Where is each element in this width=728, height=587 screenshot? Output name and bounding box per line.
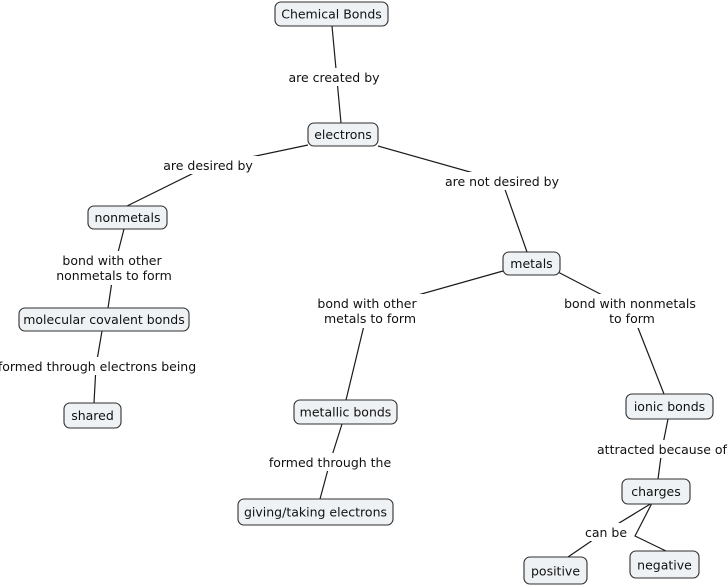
node-label: ionic bonds: [634, 399, 705, 414]
link-label-bond-with-nonmetals: bond with nonmetals to form: [564, 296, 700, 326]
edge-metals-metallic: [345, 270, 504, 401]
nodes: Chemical Bonds electrons nonmetals metal…: [18, 1, 714, 585]
node-label: positive: [531, 564, 580, 579]
link-label-are-created-by: are created by: [288, 70, 380, 85]
link-label-bond-with-other-metals: bond with other metals to form: [317, 296, 420, 326]
node-label: metals: [510, 256, 552, 271]
edge-charges-negative: [634, 502, 667, 552]
node-shared[interactable]: shared: [63, 402, 122, 429]
node-metals[interactable]: metals: [502, 251, 561, 276]
edge-electrons-metals: [377, 145, 528, 253]
node-giving-taking-electrons[interactable]: giving/taking electrons: [237, 498, 394, 526]
node-label: electrons: [314, 127, 372, 142]
node-label: metallic bonds: [300, 405, 392, 420]
node-molecular-covalent-bonds[interactable]: molecular covalent bonds: [18, 307, 190, 332]
link-label-are-not-desired-by: are not desired by: [445, 174, 560, 189]
node-nonmetals[interactable]: nonmetals: [87, 205, 168, 230]
node-label: nonmetals: [95, 210, 161, 225]
node-label: charges: [631, 484, 681, 499]
node-electrons[interactable]: electrons: [307, 122, 379, 147]
node-chemical-bonds[interactable]: Chemical Bonds: [274, 1, 389, 27]
edge-metals-ionic: [555, 270, 665, 395]
node-label: molecular covalent bonds: [23, 312, 185, 327]
link-labels: are created by are desired by are not de…: [0, 68, 728, 541]
node-positive[interactable]: positive: [523, 556, 588, 585]
node-negative[interactable]: negative: [629, 550, 700, 579]
node-charges[interactable]: charges: [621, 478, 691, 505]
link-label-formed-through-electrons-being: formed through electrons being: [0, 359, 196, 374]
node-label: giving/taking electrons: [244, 505, 387, 520]
link-label-can-be: can be: [585, 525, 627, 540]
link-label-attracted-because-of: attracted because of: [597, 442, 728, 457]
link-label-bond-with-other-nonmetals: bond with other nonmetals to form: [56, 253, 172, 283]
node-ionic-bonds[interactable]: ionic bonds: [625, 393, 714, 420]
edge-electrons-nonmetals: [124, 144, 309, 208]
node-label: negative: [637, 558, 692, 573]
node-label: shared: [71, 408, 114, 423]
node-metallic-bonds[interactable]: metallic bonds: [293, 399, 398, 425]
edges: [93, 25, 669, 558]
link-label-formed-through-the: formed through the: [269, 455, 392, 470]
link-label-are-desired-by: are desired by: [163, 158, 253, 173]
node-label: Chemical Bonds: [281, 7, 382, 22]
